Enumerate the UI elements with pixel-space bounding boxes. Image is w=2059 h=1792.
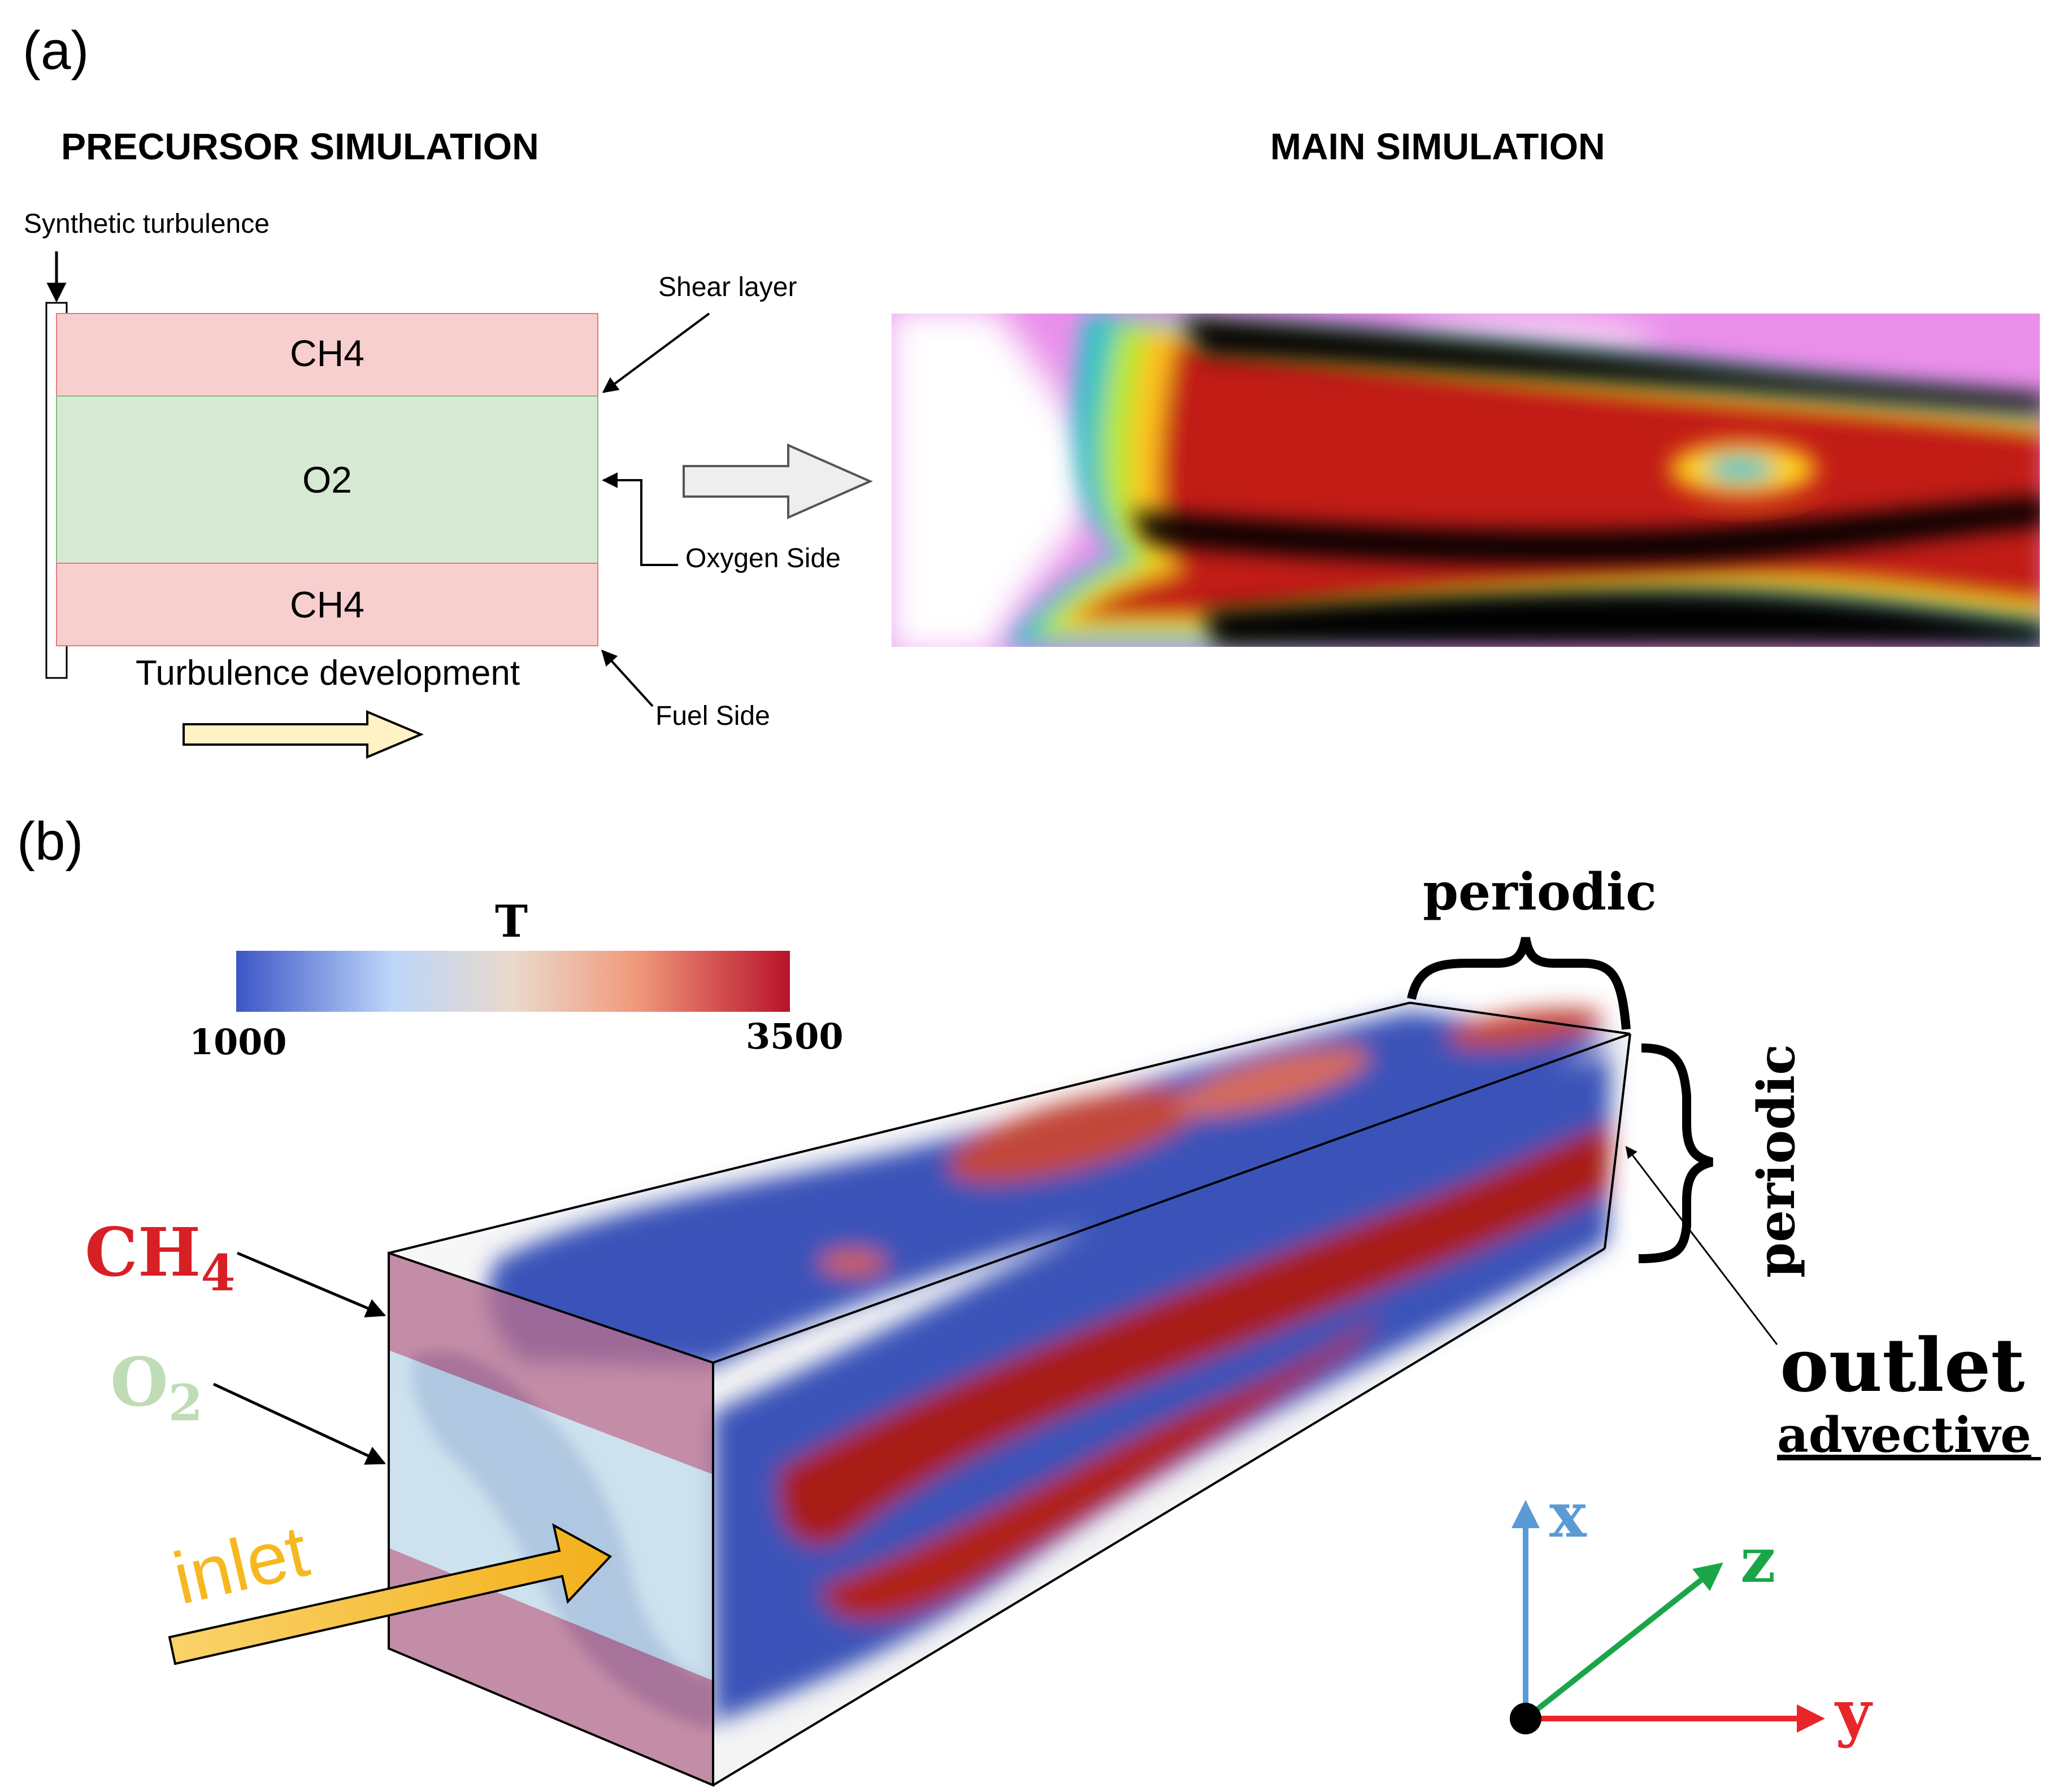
band-top-label: CH4	[290, 332, 364, 374]
fuel-band-top-3d	[389, 1253, 713, 1475]
band-bottom-label: CH4	[290, 584, 364, 625]
origin-dot	[1510, 1703, 1541, 1734]
periodic-top-label: periodic	[1423, 862, 1657, 922]
band-middle-label: O2	[302, 459, 352, 501]
transfer-arrow	[683, 443, 873, 520]
turbulence-development-label: Turbulence development	[136, 654, 520, 693]
periodic-side-brace	[1638, 1043, 1714, 1263]
outlet-label: outlet	[1780, 1322, 2025, 1408]
x-axis-label: x	[1549, 1478, 1587, 1551]
inlet-arrow	[168, 1523, 613, 1665]
panel-a-label: (a)	[23, 20, 89, 81]
oxygen-side-label: Oxygen Side	[685, 543, 841, 573]
z-axis-label: z	[1740, 1524, 1775, 1597]
oxygen-band-3d	[389, 1350, 713, 1681]
colorbar-title: T	[495, 896, 528, 947]
advective-label: advective	[1777, 1407, 2031, 1464]
y-axis-label: y	[1834, 1676, 1873, 1749]
o2-label: O2	[110, 1343, 203, 1432]
periodic-top-brace	[1407, 937, 1631, 1030]
fuel-side-label: Fuel Side	[655, 701, 770, 731]
fuel-band-bottom	[56, 563, 598, 646]
inlet-label: inlet	[166, 1509, 315, 1620]
oxygen-side-arrow	[602, 472, 678, 566]
fuel-side-arrow	[601, 649, 654, 707]
turbulence-development-arrow	[183, 710, 424, 759]
shear-layer-label: Shear layer	[658, 272, 797, 302]
o2-arrow	[212, 1382, 386, 1465]
periodic-side-label: periodic	[1747, 1044, 1806, 1278]
outlet-arrow	[1625, 1146, 1778, 1345]
ch4-arrow	[237, 1251, 386, 1317]
synthetic-turbulence-label: Synthetic turbulence	[24, 209, 270, 239]
main-simulation-field	[892, 314, 2040, 647]
panel-b: (b) T 1000 3500 periodic periodic	[17, 811, 2041, 1787]
coordinate-axes: x z y	[1510, 1478, 1873, 1749]
colorbar	[236, 951, 790, 1012]
z-axis-arrow	[1523, 1562, 1723, 1721]
fuel-band-bottom-3d	[389, 1548, 713, 1785]
colorbar-max-label: 3500	[746, 1016, 844, 1057]
ch4-label: CH4	[85, 1213, 236, 1302]
oxygen-band	[56, 395, 598, 564]
fuel-band-top	[56, 313, 598, 397]
colorbar-min-label: 1000	[189, 1021, 287, 1063]
main-title: MAIN SIMULATION	[1270, 125, 1605, 167]
panel-b-label: (b)	[17, 811, 83, 872]
shear-layer-arrow	[602, 312, 710, 393]
panel-a: (a) PRECURSOR SIMULATION MAIN SIMULATION…	[23, 20, 2040, 759]
flame-box	[388, 1002, 1631, 1787]
precursor-title: PRECURSOR SIMULATION	[61, 125, 539, 167]
